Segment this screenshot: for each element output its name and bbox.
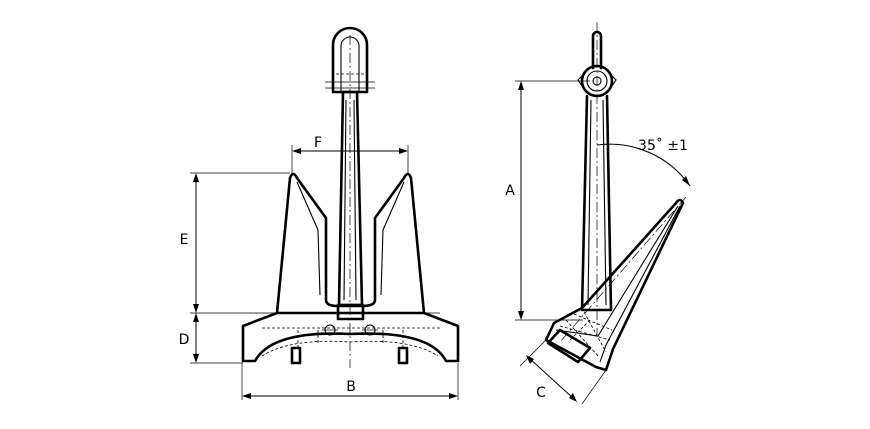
dim-E-arrow-top (193, 173, 199, 182)
dim-D-arrow-bottom (193, 354, 199, 363)
front-shank-edge-2 (353, 99, 357, 301)
dim-C-line (528, 357, 575, 400)
side-view (544, 22, 687, 372)
side-dimensions: A 35˚ ±1 C (505, 80, 691, 405)
label-C: C (536, 385, 546, 401)
label-F: F (314, 135, 322, 151)
front-shank-edge (343, 99, 347, 301)
front-shackle (331, 26, 369, 94)
side-crown-block (546, 328, 592, 364)
dim-A-arrow-bottom (518, 311, 524, 320)
side-fluke-ridge-2 (599, 205, 681, 363)
dim-D-arrow-top (193, 313, 199, 322)
dim-F-arrow-right (399, 148, 408, 154)
side-fluke-hidden (559, 311, 613, 357)
side-fluke (544, 198, 685, 372)
side-shank (580, 94, 613, 312)
label-A: A (505, 183, 515, 199)
front-dimensions: E D F B (179, 135, 459, 400)
front-fluke-inner-right (380, 181, 405, 296)
dim-angle-arrow (682, 176, 690, 186)
side-ring-lugs (577, 75, 617, 87)
label-B: B (346, 379, 356, 395)
ext-C-left (519, 339, 547, 367)
dim-E-arrow-bottom (193, 304, 199, 313)
dim-B-arrow-right (449, 393, 458, 399)
dim-angle-arc (596, 143, 691, 187)
front-shackle-inner (340, 36, 360, 92)
dim-F-arrow-left (292, 148, 301, 154)
front-foot-right (397, 346, 409, 365)
label-angle: 35˚ ±1 (638, 137, 688, 154)
front-flukes (275, 172, 426, 315)
side-shank-edge (587, 99, 592, 306)
label-E: E (180, 232, 189, 248)
dim-A-arrow-top (518, 81, 524, 90)
front-base (241, 311, 460, 363)
dim-B-arrow-left (242, 393, 251, 399)
label-D: D (179, 332, 190, 348)
front-fluke-inner-left (296, 181, 321, 296)
front-foot-left (290, 346, 302, 365)
dim-C-arrow-right (569, 393, 577, 402)
ext-C-right (581, 369, 607, 405)
front-view (241, 26, 460, 368)
dim-C-arrow-left (526, 355, 534, 364)
front-shank (337, 90, 364, 307)
side-fluke-center-line (559, 196, 687, 343)
side-shank-edge-2 (602, 99, 607, 306)
side-fluke-ridge (555, 205, 679, 337)
